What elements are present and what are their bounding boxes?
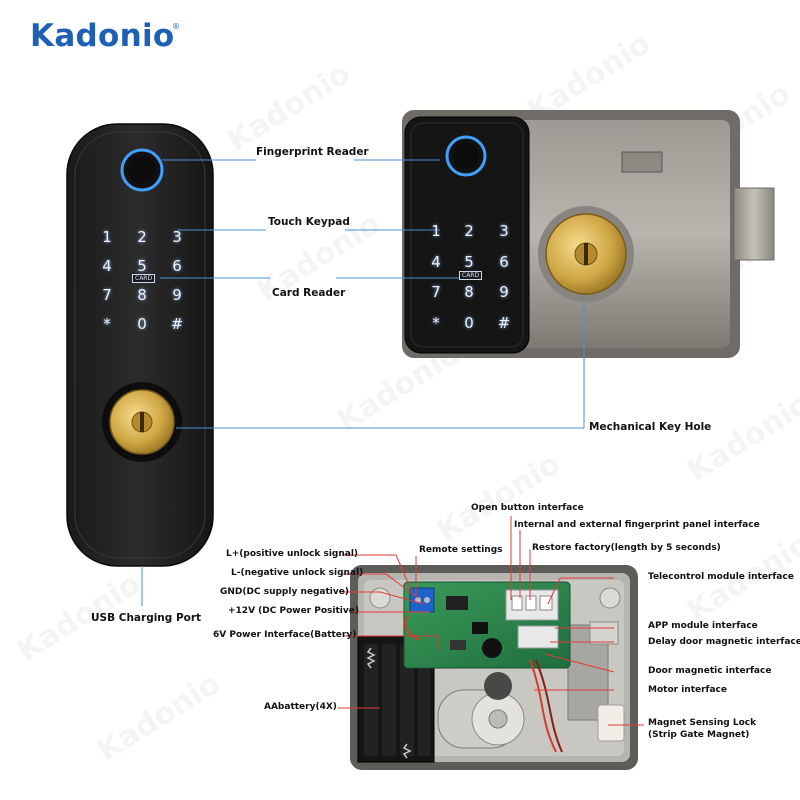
label-gnd: GND(DC supply negative) [220, 587, 349, 597]
key-2[interactable]: 2 [464, 222, 474, 240]
key-hash[interactable]: # [170, 315, 184, 333]
key-0[interactable]: 0 [137, 315, 147, 333]
key-3[interactable]: 3 [172, 228, 182, 246]
key-1[interactable]: 1 [431, 222, 441, 240]
rim-keypad-panel [404, 116, 530, 354]
key-2[interactable]: 2 [137, 228, 147, 246]
key-star[interactable]: * [432, 314, 440, 332]
key-0[interactable]: 0 [464, 314, 474, 332]
key-4[interactable]: 4 [102, 257, 112, 275]
label-mechanical-key-hole: Mechanical Key Hole [589, 421, 712, 433]
label-door-magnetic: Door magnetic interface [648, 666, 772, 676]
key-hash[interactable]: # [497, 314, 511, 332]
label-delay-door-magnetic: Delay door magnetic interface [648, 637, 800, 647]
label-app-module: APP module interface [648, 621, 758, 631]
label-aa-battery: AAbattery(4X) [264, 702, 337, 712]
brand-logo: Kadonio [30, 18, 175, 54]
key-7[interactable]: 7 [102, 286, 112, 304]
key-3[interactable]: 3 [499, 222, 509, 240]
label-l-plus: L+(positive unlock signal) [226, 549, 359, 559]
label-magnet-sensing-lock: Magnet Sensing Lock [648, 718, 757, 728]
label-l-minus: L-(negative unlock signal) [231, 568, 364, 578]
key-8[interactable]: 8 [464, 283, 474, 301]
key-7[interactable]: 7 [431, 283, 441, 301]
key-5[interactable]: 5 [464, 253, 474, 271]
card-tag: CARD [132, 274, 156, 283]
label-usb-charging-port: USB Charging Port [91, 612, 202, 624]
label-12v: +12V (DC Power Positive) [228, 606, 359, 616]
key-star[interactable]: * [103, 315, 111, 333]
label-fingerprint-reader: Fingerprint Reader [256, 146, 369, 158]
label-internal-external-panel: Internal and external fingerprint panel … [514, 520, 760, 530]
key-4[interactable]: 4 [431, 253, 441, 271]
label-open-button-interface: Open button interface [471, 503, 584, 513]
brand-registered-mark: ® [172, 22, 180, 31]
key-6[interactable]: 6 [172, 257, 182, 275]
key-1[interactable]: 1 [102, 228, 112, 246]
key-9[interactable]: 9 [172, 286, 182, 304]
key-5[interactable]: 5 [137, 257, 147, 275]
label-touch-keypad: Touch Keypad [268, 216, 350, 228]
key-9[interactable]: 9 [499, 283, 509, 301]
front-panel-device [66, 123, 214, 567]
key-6[interactable]: 6 [499, 253, 509, 271]
label-telecontrol-module: Telecontrol module interface [648, 572, 794, 582]
label-restore-factory: Restore factory(length by 5 seconds) [532, 543, 721, 553]
label-card-reader: Card Reader [272, 287, 346, 299]
label-strip-gate-magnet: (Strip Gate Magnet) [648, 730, 750, 740]
label-remote-settings: Remote settings [419, 545, 503, 555]
key-8[interactable]: 8 [137, 286, 147, 304]
label-6v-power: 6V Power Interface(Battery) [213, 630, 357, 640]
card-tag: CARD [459, 271, 483, 280]
label-motor-interface: Motor interface [648, 685, 727, 695]
